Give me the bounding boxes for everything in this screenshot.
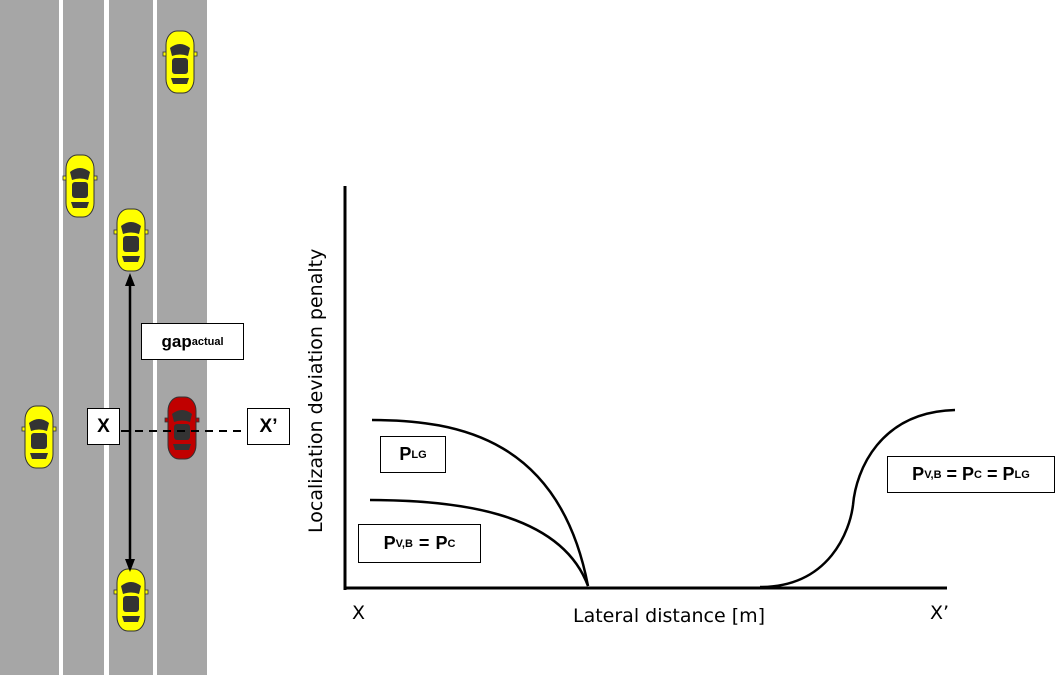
y-axis-label: Localization deviation penalty [305, 248, 327, 533]
traffic-car-3 [113, 208, 149, 272]
x-axis-end-label: X’ [930, 602, 950, 624]
lane-line-2 [104, 0, 109, 675]
gap-arrowhead-bottom [125, 559, 135, 572]
lane-line-1 [59, 0, 63, 675]
curve-right [759, 408, 956, 589]
marker-x-prime-road: X’ [247, 408, 290, 445]
traffic-car-1 [162, 30, 198, 94]
ego-car [164, 396, 200, 460]
x-axis-label: Lateral distance [m] [573, 605, 766, 627]
traffic-car-2 [62, 154, 98, 218]
gap-arrowhead-top [125, 273, 135, 286]
traffic-car-5 [113, 568, 149, 632]
x-axis-start-label: X [352, 602, 366, 624]
marker-x-road: X [87, 408, 120, 445]
traffic-car-4 [21, 405, 57, 469]
